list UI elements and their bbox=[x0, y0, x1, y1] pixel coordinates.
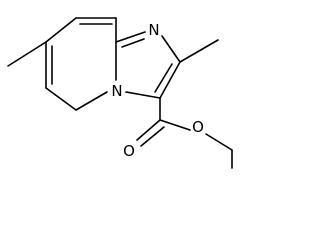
bond-c8-c9 bbox=[45, 87, 77, 111]
bond-c6-c7 bbox=[45, 17, 77, 43]
bond-carbonyl-double-1 bbox=[136, 119, 161, 141]
bond-ester-oxygen-ch2 bbox=[205, 133, 233, 151]
bond-c2-methyl bbox=[179, 39, 219, 63]
bond-c2-c3 bbox=[159, 61, 181, 99]
bond-carbonyl-ester-oxygen bbox=[159, 119, 191, 131]
bond-n-imidazole-c2 bbox=[161, 35, 181, 63]
bond-carbonyl-double-2 bbox=[140, 126, 165, 147]
bond-c9-n-bridgehead bbox=[75, 91, 108, 111]
atom-label-n-bridgehead: N bbox=[111, 82, 122, 100]
bond-c6-methyl bbox=[7, 41, 47, 67]
bond-c8a-n-imidazole-inner bbox=[121, 38, 145, 48]
atom-label-o-carbonyl: O bbox=[123, 142, 135, 160]
bond-c8a-n-imidazole bbox=[115, 31, 146, 43]
bond-c2-c3-inner bbox=[154, 63, 173, 93]
atom-label-n-imidazole: N bbox=[148, 21, 159, 39]
atom-label-o-ester: O bbox=[192, 118, 204, 136]
bond-c3-n-bridgehead bbox=[125, 91, 161, 99]
molecule-structure: N N O O bbox=[7, 17, 233, 169]
